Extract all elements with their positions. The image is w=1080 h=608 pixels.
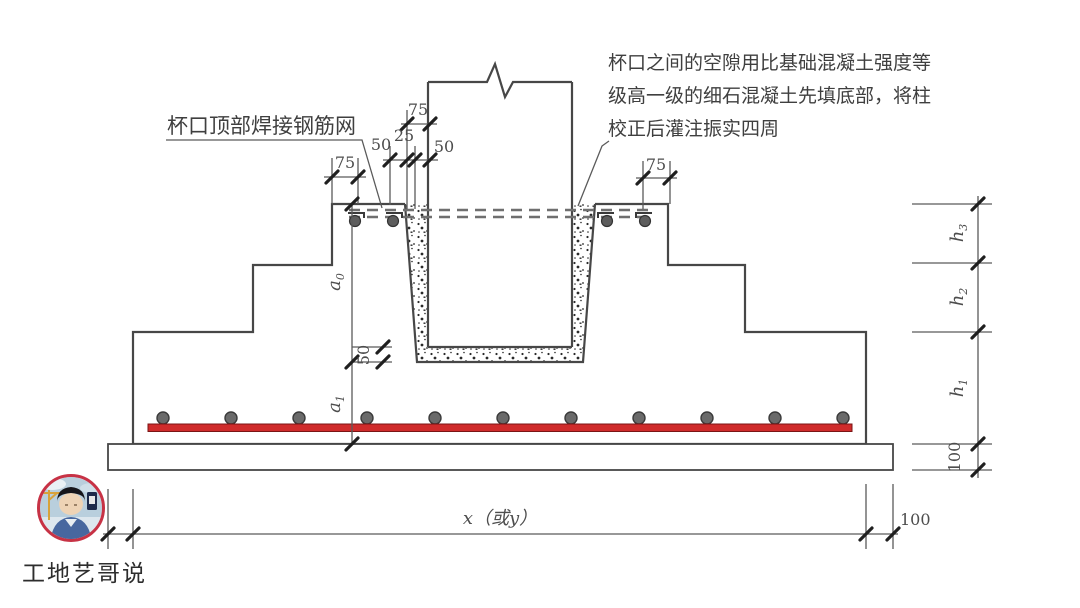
mesh-annotation-text: 杯口顶部焊接钢筋网	[167, 114, 356, 138]
dim-label: 75	[408, 100, 428, 119]
leader-line-fill	[577, 140, 610, 207]
dim-a-chain: a0 a1 50	[324, 196, 392, 452]
fill-note-line-1: 杯口之间的空隙用比基础混凝土强度等	[608, 52, 931, 74]
fill-note-line-3: 校正后灌注振实四周	[608, 118, 779, 140]
rebar-dot	[292, 411, 306, 425]
column-break-symbol	[428, 60, 572, 100]
dim-h2-label: h2	[947, 288, 970, 307]
dim-a1-label: a1	[324, 395, 347, 413]
rebar-dot	[348, 214, 362, 228]
foundation-section	[107, 60, 894, 471]
rebar-dot	[768, 411, 782, 425]
dim-top-left-75: 75	[324, 153, 366, 204]
bottom-rebar-bar	[147, 423, 853, 432]
watermark: 工地艺哥说	[22, 474, 147, 587]
dim-label: 75	[335, 153, 355, 172]
rebar-dot	[386, 214, 400, 228]
rebar-dot	[224, 411, 238, 425]
rebar-dot	[836, 411, 850, 425]
dim-h3-label: h3	[947, 224, 970, 243]
leader-line-mesh	[166, 139, 383, 209]
watermark-text: 工地艺哥说	[22, 561, 147, 587]
dim-label: 50	[371, 135, 391, 154]
dim-cup-wall-505250: 50 25 50	[371, 126, 454, 209]
dim-column-75: 75	[399, 100, 438, 209]
rebar-dot	[600, 214, 614, 228]
dim-top-right-75: 75	[635, 155, 678, 209]
cup-pocket-outline	[403, 203, 597, 364]
rebar-dot	[360, 411, 374, 425]
blinding-layer	[107, 443, 894, 471]
dim-label: 75	[646, 155, 666, 174]
rebar-dot	[632, 411, 646, 425]
rebar-dot	[428, 411, 442, 425]
avatar	[40, 477, 102, 539]
bottom-reinforcement	[147, 411, 853, 432]
rebar-hooks	[348, 212, 652, 218]
dim-footing-width-label: x（或y）	[463, 508, 537, 529]
transverse-bar-dots	[156, 411, 850, 425]
rebar-dot	[496, 411, 510, 425]
dim-bottom-chain: x（或y） 100	[100, 484, 931, 549]
fine-stone-concrete-fill	[405, 204, 595, 362]
annotation-mesh: 杯口顶部焊接钢筋网	[166, 114, 383, 209]
dim-a0-label: a0	[324, 273, 347, 291]
rebar-dot	[700, 411, 714, 425]
rebar-dot	[564, 411, 578, 425]
rebar-dot	[638, 214, 652, 228]
dim-height-chain: h3 h2 h1 100	[912, 196, 992, 478]
fill-note-line-2: 级高一级的细石混凝土先填底部，将柱	[608, 85, 931, 107]
column-body	[428, 82, 572, 347]
dim-blinding-100-label: 100	[945, 442, 964, 473]
annotation-fill-note: 杯口之间的空隙用比基础混凝土强度等 级高一级的细石混凝土先填底部，将柱 校正后灌…	[577, 52, 931, 207]
dim-h1-label: h1	[947, 379, 970, 398]
dim-label: 25	[394, 126, 414, 145]
dim-label: 50	[434, 137, 454, 156]
dim-projection-100-label: 100	[900, 510, 931, 529]
rebar-dot	[156, 411, 170, 425]
dim-cup-bottom-50-label: 50	[354, 345, 373, 365]
avatar-ring	[37, 474, 105, 542]
